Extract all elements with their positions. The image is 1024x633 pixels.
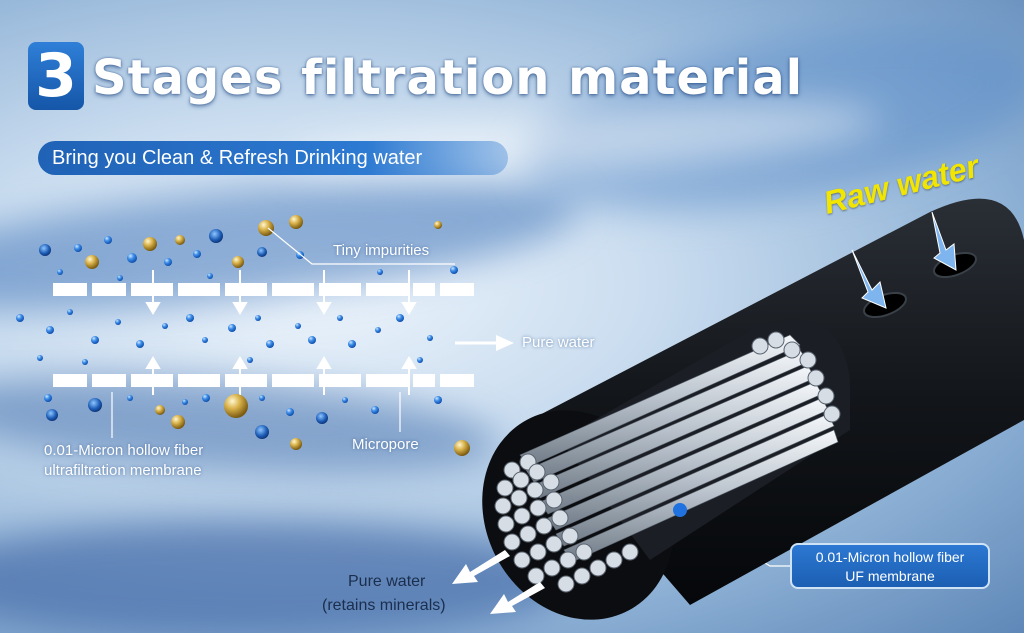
callout-line2: UF membrane bbox=[845, 568, 935, 584]
label-pure-water-bottom-line2: (retains minerals) bbox=[322, 597, 446, 614]
background-wave bbox=[0, 520, 570, 633]
hollow-fibers bbox=[519, 334, 839, 563]
fiber-ends bbox=[494, 331, 841, 593]
membrane-callout: 0.01-Micron hollow fiber UF membrane bbox=[790, 543, 990, 589]
filter-pipe bbox=[482, 198, 1024, 620]
raw-water-arrows bbox=[851, 211, 957, 309]
pure-water-arrow bbox=[455, 335, 514, 351]
subtitle-banner: Bring you Clean & Refresh Drinking water bbox=[38, 141, 508, 175]
pore-arrows bbox=[145, 270, 417, 395]
label-pure-water-bottom-line1: Pure water bbox=[348, 573, 426, 590]
callout-line1: 0.01-Micron hollow fiber bbox=[815, 549, 965, 565]
label-micropore: Micropore bbox=[352, 436, 419, 453]
stage-count-badge: 3 bbox=[28, 42, 84, 110]
outlet-arrows bbox=[452, 550, 545, 614]
label-pure-water: Pure water bbox=[522, 334, 595, 351]
membrane-marker bbox=[673, 503, 687, 517]
water-molecules bbox=[16, 215, 470, 456]
membrane-top bbox=[53, 283, 474, 296]
label-tiny-impurities: Tiny impurities bbox=[333, 242, 430, 259]
label-membrane-line1: 0.01-Micron hollow fiber bbox=[44, 442, 204, 459]
label-membrane-line2: ultrafiltration membrane bbox=[44, 462, 202, 479]
membrane-bottom bbox=[53, 374, 474, 387]
page-title: Stages filtration material bbox=[92, 50, 804, 106]
